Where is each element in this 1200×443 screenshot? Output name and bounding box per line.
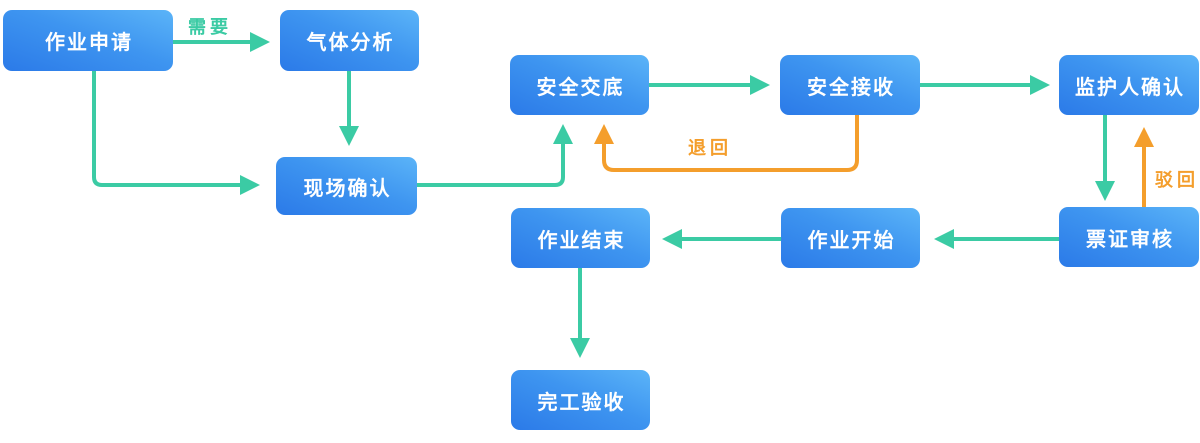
node-label: 监护人确认 <box>1075 76 1185 99</box>
node-label: 安全交底 <box>536 76 625 99</box>
edge-label-return: 退回 <box>688 138 732 158</box>
edge-label-reject: 驳回 <box>1155 170 1199 190</box>
node-label: 安全接收 <box>807 76 895 99</box>
node-gas-analysis: 气体分析 <box>280 10 419 71</box>
arrow-return-reception-to-briefing <box>594 113 859 172</box>
node-label: 作业申请 <box>45 32 133 54</box>
node-ticket-review: 票证审核 <box>1059 207 1199 267</box>
node-label: 票证审核 <box>1086 228 1174 251</box>
arrow-site-to-briefing <box>415 124 573 187</box>
node-label: 作业结束 <box>537 229 626 252</box>
edge-label-need: 需要 <box>188 17 232 37</box>
node-work-start: 作业开始 <box>781 208 920 268</box>
node-safety-reception: 安全接收 <box>780 55 920 115</box>
node-work-application: 作业申请 <box>3 10 173 71</box>
node-work-end: 作业结束 <box>511 208 650 268</box>
node-label: 作业开始 <box>807 229 896 252</box>
node-completion-acceptance: 完工验收 <box>511 370 650 430</box>
node-safety-briefing: 安全交底 <box>510 55 649 115</box>
node-label: 完工验收 <box>537 391 626 414</box>
node-label: 现场确认 <box>303 177 392 200</box>
node-guardian-confirmation: 监护人确认 <box>1059 55 1199 115</box>
node-site-confirmation: 现场确认 <box>276 157 417 215</box>
node-label: 气体分析 <box>306 32 395 54</box>
arrow-application-to-site <box>92 69 260 195</box>
